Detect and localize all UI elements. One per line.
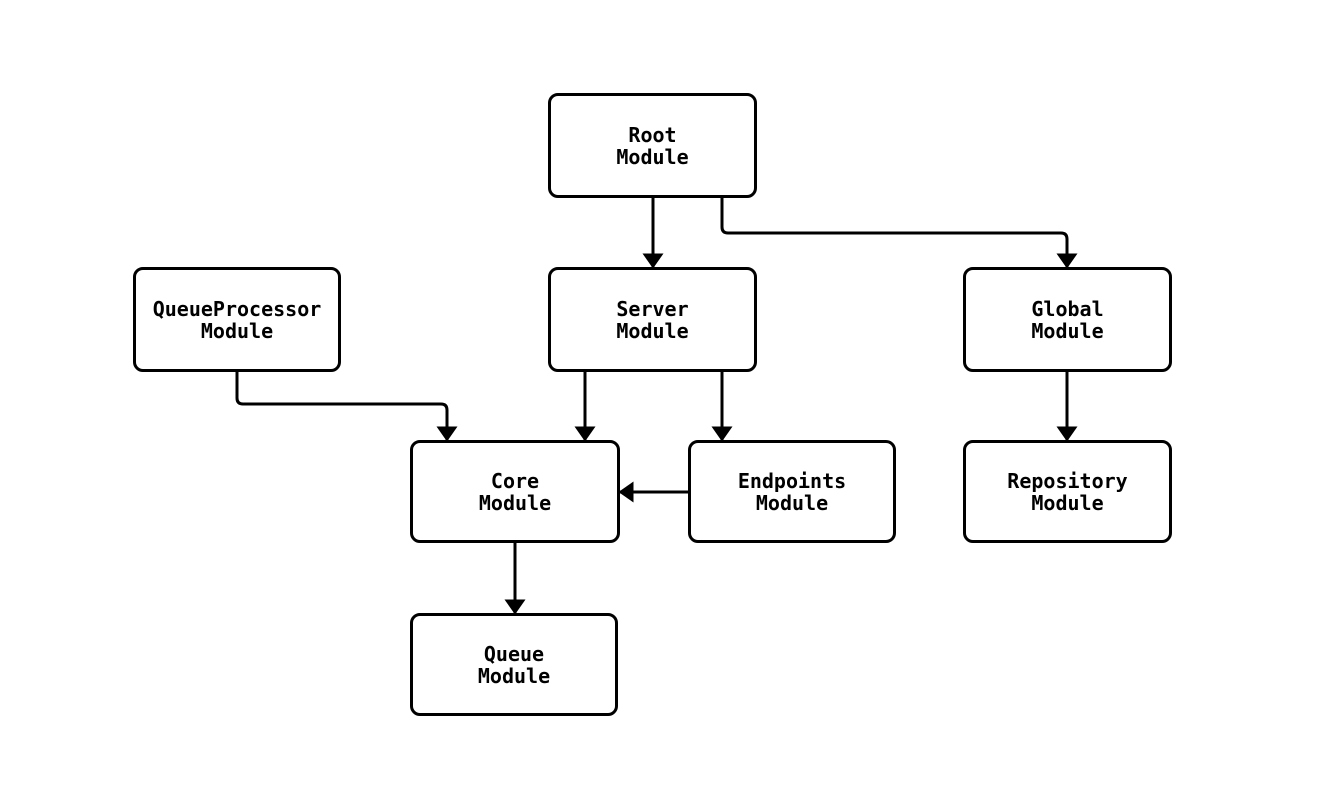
node-global-module: Global Module — [963, 267, 1172, 372]
edge-queueprocessor-to-core — [235, 372, 458, 442]
node-label: Endpoints — [737, 468, 847, 493]
node-label: Module — [200, 318, 274, 343]
node-label: Module — [755, 490, 829, 515]
node-label: Module — [477, 663, 551, 688]
node-core-module: Core Module — [410, 440, 620, 543]
node-label: Module — [1031, 490, 1104, 515]
node-label: Root — [628, 122, 677, 147]
node-repository-module: Repository Module — [963, 440, 1172, 543]
node-label: Module — [1031, 318, 1104, 343]
edge-root-to-global — [720, 198, 1078, 269]
node-label: Server — [616, 296, 689, 321]
node-queueprocessor-module: QueueProcessor Module — [133, 267, 341, 372]
node-label: Global — [1031, 296, 1104, 321]
node-label: Module — [478, 490, 552, 515]
node-root-module: Root Module — [548, 93, 757, 198]
node-label: Module — [616, 144, 689, 169]
node-label: Module — [616, 318, 689, 343]
node-label: QueueProcessor — [152, 296, 322, 321]
node-label: Core — [490, 468, 540, 493]
node-label: Repository — [1007, 468, 1128, 493]
node-endpoints-module: Endpoints Module — [688, 440, 896, 543]
node-server-module: Server Module — [548, 267, 757, 372]
node-label: Queue — [483, 641, 545, 666]
node-queue-module: Queue Module — [410, 613, 618, 716]
